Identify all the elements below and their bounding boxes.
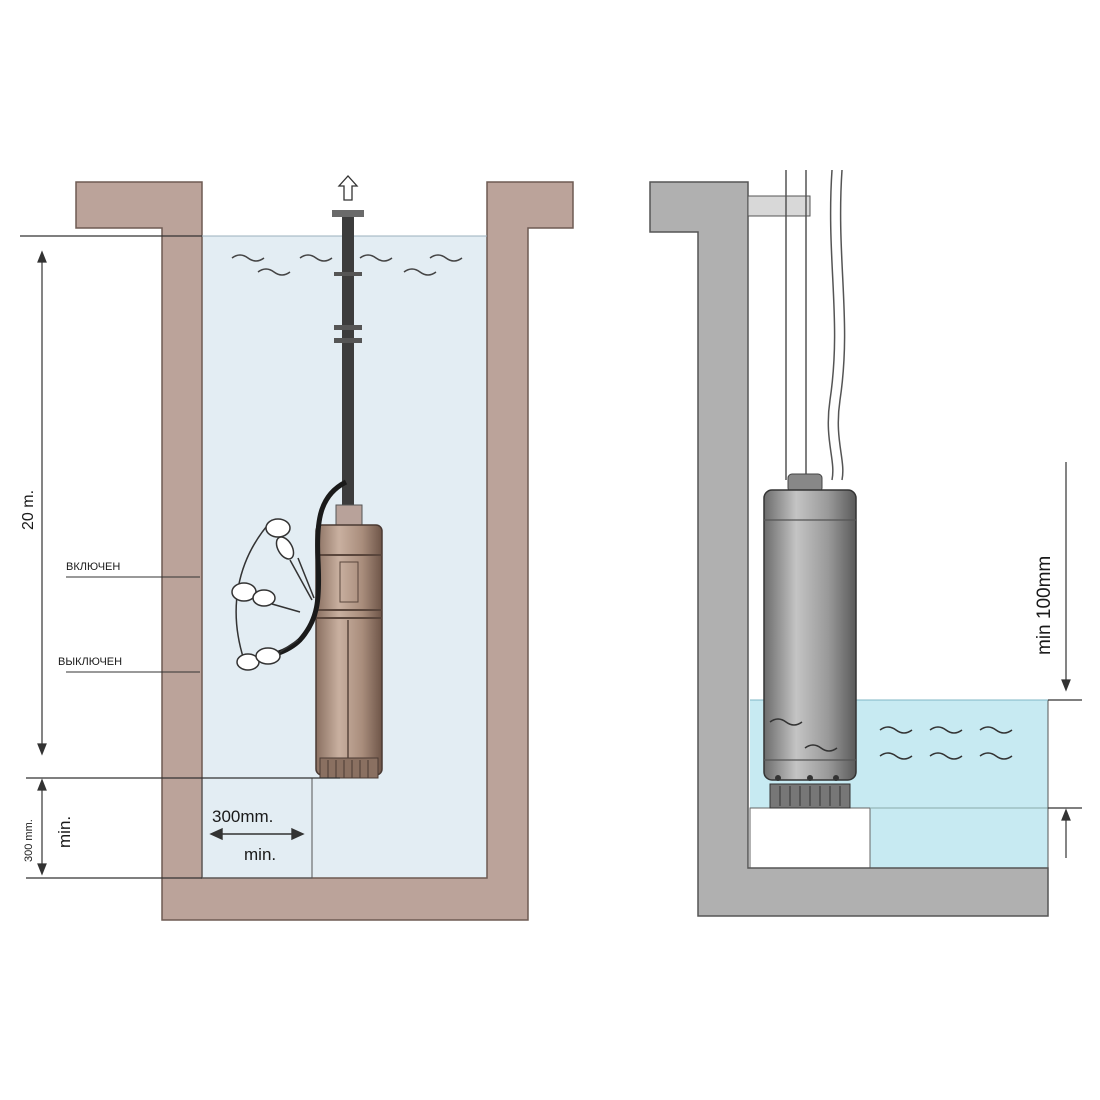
- submersible-pump-left: [315, 504, 383, 779]
- right-water-waves: [769, 718, 1013, 760]
- water-gap-dimension: [1048, 462, 1082, 858]
- side-gap-min: min.: [244, 845, 276, 864]
- power-cable: [275, 479, 348, 657]
- pipe-bracket: [747, 195, 811, 217]
- riser-pipe: [332, 175, 364, 517]
- submersible-pump-right: [763, 473, 857, 809]
- float-on-label: ВКЛЮЧЕН: [66, 561, 120, 573]
- depth-label: 20 m.: [20, 490, 37, 530]
- water-waves: [231, 254, 463, 276]
- bottom-gap-value: 300 mm.: [23, 819, 35, 862]
- left-well: ВКЛЮЧЕН ВЫКЛЮЧЕН 20 m. 300 mm. min. 300m…: [20, 175, 574, 921]
- water-gap-label: min 100mm: [1034, 556, 1055, 655]
- float-switch: [231, 518, 315, 671]
- bottom-gap-dimension: [26, 777, 340, 879]
- outflow-arrow-icon: [337, 175, 359, 201]
- right-riser-pipe: [785, 169, 846, 481]
- side-gap-value: 300mm.: [212, 807, 273, 826]
- right-tank: min 100mm: [649, 169, 1082, 917]
- side-gap-dimension: [209, 827, 305, 841]
- float-off-label: ВЫКЛЮЧЕН: [58, 656, 122, 668]
- pump-stand: [749, 807, 871, 869]
- right-tank-wall: [649, 181, 1049, 917]
- bottom-gap-min: min.: [55, 816, 74, 848]
- depth-dimension: [20, 235, 202, 756]
